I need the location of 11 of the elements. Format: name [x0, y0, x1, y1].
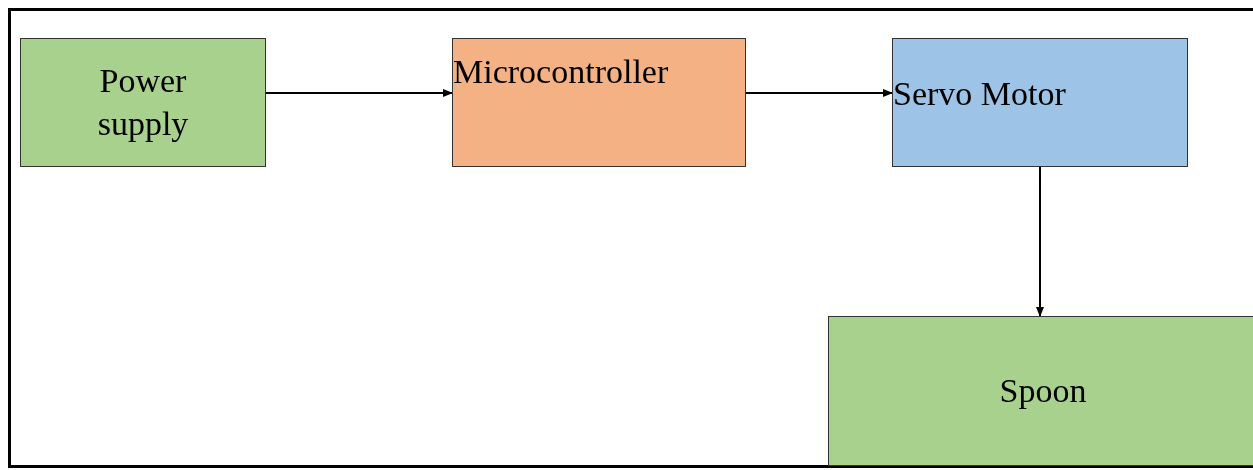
box-label: Microcontroller — [453, 52, 669, 92]
arrow — [745, 89, 893, 97]
arrow — [1036, 166, 1044, 317]
arrow — [265, 89, 453, 97]
process-box — [828, 316, 1253, 466]
box-label: Power supply — [96, 61, 190, 144]
box-label: Servo Motor — [893, 74, 1066, 114]
process-box — [20, 38, 266, 167]
box-label: Spoon — [999, 370, 1087, 411]
process-box — [452, 38, 746, 167]
process-box — [892, 38, 1188, 167]
